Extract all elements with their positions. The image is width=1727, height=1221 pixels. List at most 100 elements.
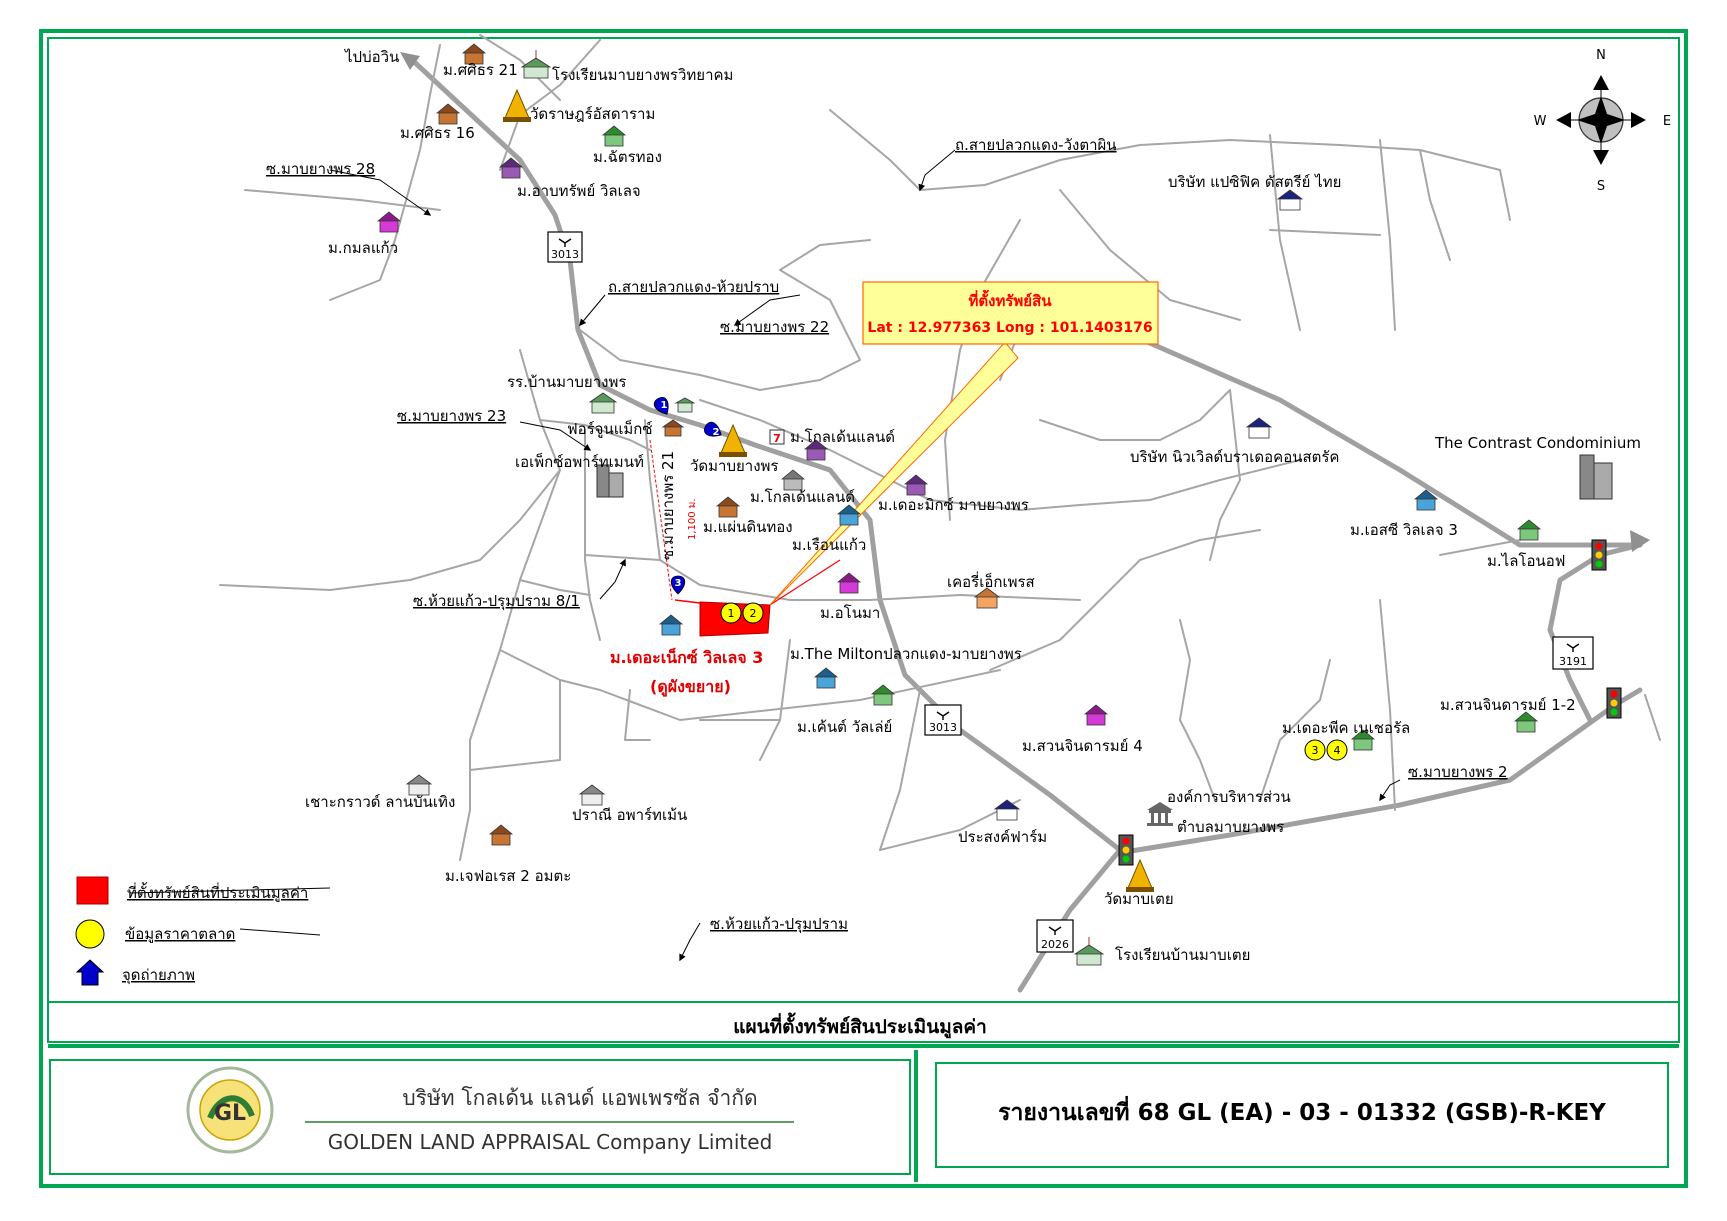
label-soi-21: ซ.มาบยางพร 21 [659, 451, 677, 560]
photo-point-1[interactable]: 1 [652, 395, 673, 417]
photo-point-3[interactable]: 3 [670, 575, 686, 595]
label-soi-huaykaew: ซ.ห้วยแก้ว-ปรุมปราม [710, 915, 848, 934]
svg-text:7: 7 [773, 432, 781, 445]
legend-subject-swatch [76, 876, 109, 905]
label-m-golden-1: ม.โกลเด้นแลนด์ [790, 428, 895, 446]
legend-market-label: ข้อมูลราคาตลาด [125, 925, 235, 943]
apartment-icon [596, 464, 624, 498]
place-labels: ไปบ่อวิน ม.ศศิธร 21 โรงเรียนมาบยางพรวิทย… [266, 48, 1641, 964]
label-m-suan12: ม.สวนจินดารมย์ 1-2 [1440, 696, 1576, 714]
label-distance: 1,100 ม. [687, 498, 698, 540]
svg-text:3: 3 [675, 578, 682, 589]
callout-coords: Lat : 12.977363 Long : 101.1403176 [867, 320, 1152, 336]
label-pranee: ปราณี อพาร์ทเม้น [572, 806, 687, 824]
label-apartment: เอเพ็กซ์อพาร์ทเมนท์ [515, 452, 644, 471]
road-network [219, 34, 1661, 993]
svg-text:1: 1 [661, 400, 668, 411]
village-icon [780, 469, 806, 491]
label-m-jeforest: ม.เจฟอเรส 2 อมตะ [445, 867, 571, 885]
label-m-peak: ม.เดอะพีค เนเชอรัล [1282, 719, 1410, 737]
company-icon [1245, 417, 1273, 439]
village-icon [803, 439, 829, 461]
condominium-icon [1579, 454, 1613, 500]
label-road-wangtapin: ถ.สายปลวกแดง-วังตาผิน [955, 136, 1117, 154]
outer-frame [39, 29, 1688, 1188]
footer: GL บริษัท โกลเด้น แลนด์ แอพเพรซัล จำกัด … [49, 1050, 1669, 1182]
photo-point-2[interactable]: 2 [702, 420, 724, 441]
label-org-1: องค์การบริหารส่วน [1167, 788, 1291, 806]
village-icon [498, 157, 524, 179]
village-icon [836, 572, 862, 594]
label-prasong: ประสงค์ฟาร์ม [958, 828, 1047, 846]
village-icon [376, 211, 402, 233]
logo-text: GL [214, 1101, 246, 1126]
village-icon [903, 474, 929, 496]
place-icons: 7 [376, 43, 1613, 966]
label-chao-kraw: เชาะกราวด์ ลานบันเทิง [305, 793, 455, 811]
route-badge-3013b: 3013 [924, 704, 962, 736]
label-wat-mabtoei: วัดมาบเตย [1104, 890, 1174, 908]
leader-lines [129, 149, 1401, 962]
legend-photo-label: จุดถ่ายภาพ [122, 966, 195, 985]
label-m-suan4: ม.สวนจินดารมย์ 4 [1022, 737, 1143, 755]
temple-icon [719, 423, 747, 457]
village-icon [836, 504, 862, 526]
label-contrast: The Contrast Condominium [1434, 434, 1641, 452]
svg-text:3013: 3013 [551, 248, 579, 261]
label-school-ban: รร.บ้านมาบยางพร [507, 373, 626, 391]
label-soi-huaykaew-81: ซ.ห้วยแก้ว-ปรุมปราม 8/1 [413, 592, 580, 611]
label-m-anoma: ม.อโนมา [820, 604, 880, 622]
compass-e: E [1663, 114, 1671, 129]
shop-icon [578, 784, 606, 806]
label-org-2: ตำบลมาบยางพร [1177, 818, 1284, 836]
village-icon [435, 103, 461, 125]
label-m-arbsub: ม.อาบทรัพย์ วิลเลจ [517, 182, 641, 200]
label-wat-rat-as: วัดราษฎร์อัสดาราม [530, 105, 655, 123]
label-school-maboyangporn: โรงเรียนมาบยางพรวิทยาคม [552, 66, 733, 84]
label-m-golden-2: ม.โกลเด้นแลนด์ [750, 488, 855, 506]
svg-text:3: 3 [1312, 744, 1319, 757]
svg-text:3013: 3013 [929, 721, 957, 734]
svg-text:3191: 3191 [1559, 655, 1587, 668]
label-m-kamonkaew: ม.กมลแก้ว [328, 239, 398, 257]
village-icon [715, 496, 741, 518]
map-frame [47, 37, 1680, 1043]
callout-pointer [769, 341, 1019, 606]
school-icon [1073, 937, 1105, 966]
label-soi-22: ซ.มาบยางพร 22 [720, 318, 829, 336]
school-icon [520, 50, 552, 79]
traffic-light-icon [1591, 539, 1607, 571]
village-icon [1513, 711, 1539, 733]
label-m-milton: ม.The Miltonปลวกแดง-มาบยางพร [790, 645, 1022, 663]
shop-icon [973, 587, 1001, 609]
label-m-mix: ม.เดอะมิกซ์ มาบยางพร [878, 496, 1029, 514]
temple-icon [1126, 858, 1154, 892]
company-logo: GL [186, 1066, 274, 1154]
school-icon [674, 397, 696, 413]
market-point-3[interactable]: 3 [1304, 739, 1326, 761]
compass-n: N [1596, 48, 1606, 63]
traffic-light-icon [1606, 687, 1622, 719]
school-icon [588, 392, 618, 414]
company-name-en: GOLDEN LAND APPRAISAL Company Limited [328, 1130, 773, 1154]
route-badge-3191: 3191 [1552, 636, 1594, 670]
svg-text:4: 4 [1334, 744, 1341, 757]
market-point-4[interactable]: 4 [1326, 739, 1348, 761]
label-soi-28: ซ.มาบยางพร 28 [266, 160, 375, 178]
label-m-chattong: ม.ฉัตรทอง [593, 148, 662, 166]
village-icon [813, 667, 839, 689]
market-point-2[interactable]: 2 [742, 602, 764, 624]
market-point-1[interactable]: 1 [720, 602, 742, 624]
map-caption: แผนที่ตั้งทรัพย์สินประเมินมูลค่า [733, 1012, 987, 1039]
label-m-ruenkaew: ม.เรือนแก้ว [792, 536, 866, 554]
compass-s: S [1597, 179, 1605, 194]
svg-text:2026: 2026 [1041, 938, 1069, 951]
compass-w: W [1534, 114, 1547, 129]
svg-text:2: 2 [713, 427, 720, 438]
svg-text:1: 1 [728, 607, 735, 620]
label-see-enlarge: (ดูผังขยาย) [650, 677, 731, 698]
seven-eleven-icon: 7 [769, 429, 785, 445]
company-icon [1276, 189, 1304, 211]
label-m-sirin-16: ม.ศศิธร 16 [400, 124, 475, 142]
route-badge-2026: 2026 [1036, 919, 1074, 953]
